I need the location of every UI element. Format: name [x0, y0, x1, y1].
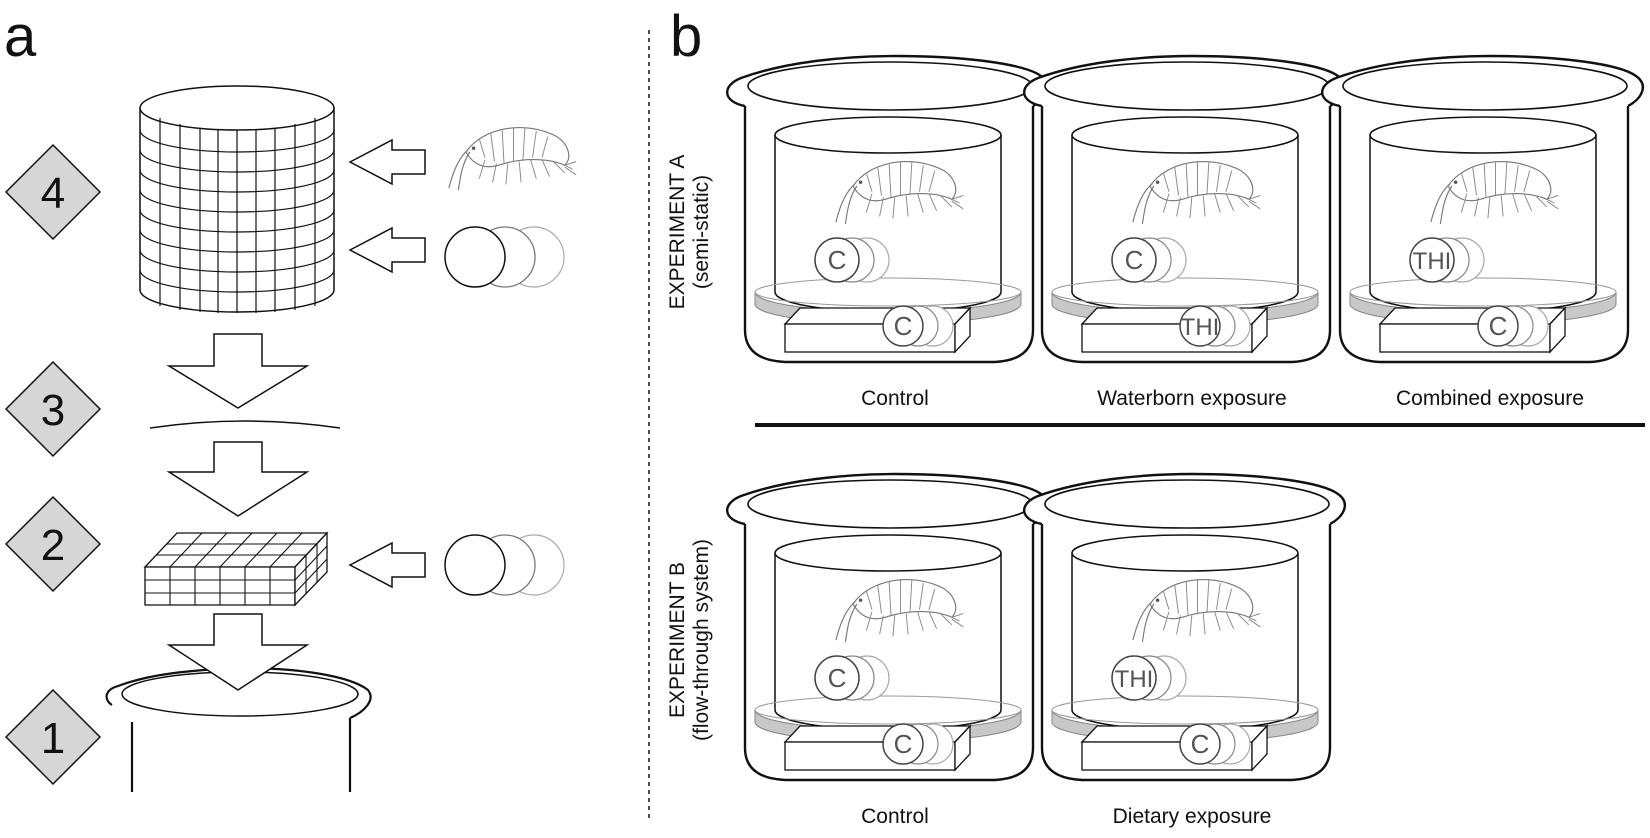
leaf-discs-icon	[444, 534, 565, 596]
step-diamond-1: 1	[4, 688, 102, 786]
experiment-a-title: EXPERIMENT A	[666, 155, 689, 310]
step-diamond-4: 4	[4, 143, 102, 241]
step-number: 4	[41, 169, 65, 218]
beaker: THI C	[1023, 54, 1346, 364]
gridded-cylinder	[139, 85, 335, 313]
step-number: 1	[41, 714, 65, 763]
water-disc-stack: C	[814, 237, 890, 283]
beaker-caption: Waterborn exposure	[1097, 387, 1286, 410]
disc-label: C	[828, 663, 847, 693]
water-disc-stack: C	[1111, 237, 1187, 283]
disc-label: C	[1191, 729, 1210, 759]
food-disc-stack: C	[1477, 305, 1549, 347]
disc-label: C	[894, 729, 913, 759]
panel-b-label: b	[670, 4, 702, 69]
panel-a-label: a	[4, 4, 37, 69]
step-number: 2	[41, 521, 65, 570]
disc-label: C	[894, 311, 913, 341]
food-disc-stack: C	[1179, 723, 1251, 765]
experiment-a-subtitle: (semi-static)	[690, 175, 713, 289]
beaker-caption: Dietary exposure	[1113, 805, 1272, 828]
amphipod-icon	[448, 126, 577, 191]
water-disc-stack: THI	[1111, 655, 1187, 701]
disc-label: THI	[1115, 666, 1154, 693]
down-arrow-icon	[166, 441, 310, 517]
beaker-caption: Combined exposure	[1396, 387, 1584, 410]
experiment-b-subtitle: (flow-through system)	[690, 539, 713, 741]
beaker: CC	[726, 54, 1049, 364]
down-arrow-icon	[166, 613, 310, 691]
gridded-block	[143, 531, 329, 607]
disc-label: THI	[1181, 314, 1220, 341]
step-diamond-2: 2	[4, 495, 102, 593]
experiment-b-label: EXPERIMENT B (flow-through system)	[666, 539, 713, 741]
disc-label: C	[828, 245, 847, 275]
food-disc-stack: THI	[1179, 305, 1251, 347]
beaker: CC	[726, 472, 1049, 782]
left-arrow-icon	[348, 138, 426, 186]
experiment-b-title: EXPERIMENT B	[666, 562, 689, 718]
disc-label: THI	[1413, 248, 1452, 275]
food-disc-stack: C	[882, 305, 954, 347]
disc-label: C	[1489, 311, 1508, 341]
down-arrow-icon	[166, 333, 310, 409]
left-arrow-icon	[348, 541, 426, 589]
experiment-a-label: EXPERIMENT A (semi-static)	[666, 155, 713, 310]
beaker-caption: Control	[861, 387, 929, 410]
step-number: 3	[41, 386, 65, 435]
beaker: C THI	[1023, 472, 1346, 782]
water-disc-stack: THI	[1409, 237, 1485, 283]
leaf-discs-icon	[444, 226, 565, 288]
water-disc-stack: C	[814, 655, 890, 701]
food-disc-stack: C	[882, 723, 954, 765]
mesh-sheet	[149, 420, 341, 429]
left-arrow-icon	[348, 226, 426, 274]
beaker: C THI	[1321, 54, 1644, 364]
disc-label: C	[1125, 245, 1144, 275]
step-diamond-3: 3	[4, 360, 102, 458]
beaker-caption: Control	[861, 805, 929, 828]
